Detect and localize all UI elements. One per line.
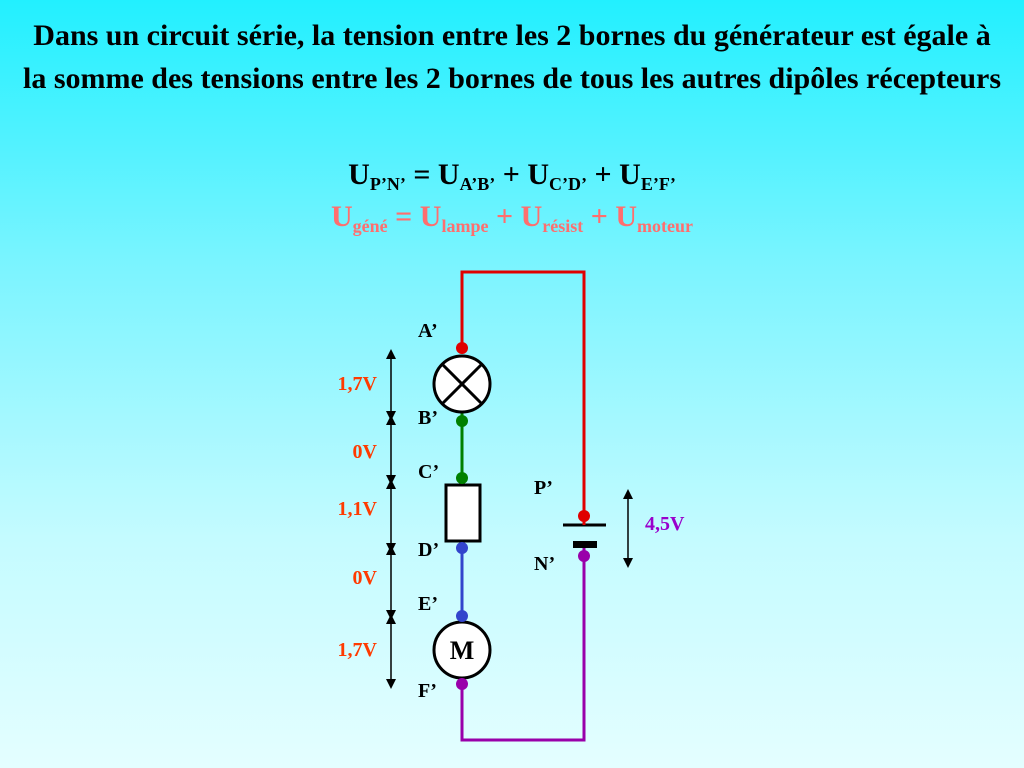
terminal-e-dot [456, 610, 468, 622]
wire-purple [460, 556, 586, 742]
voltage-wire-bc: 0V [353, 441, 378, 463]
node-label-c: C’ [418, 461, 439, 483]
terminal-p-dot [578, 510, 590, 522]
generator-symbol [563, 516, 606, 556]
node-label-p: P’ [534, 477, 553, 499]
terminal-b-dot [456, 415, 468, 427]
voltage-lamp: 1,7V [338, 373, 378, 395]
terminal-a-dot [456, 342, 468, 354]
wire-red [460, 270, 586, 516]
voltage-equation-nodes: UP’N’ = UA’B’ + UC’D’ + UE’F’ [348, 158, 676, 194]
voltage-motor: 1,7V [338, 639, 378, 661]
page-title: Dans un circuit série, la tension entre … [23, 19, 1001, 95]
node-label-a: A’ [418, 320, 438, 342]
terminal-d-dot [456, 542, 468, 554]
wires [460, 270, 586, 742]
node-label-d: D’ [418, 539, 439, 561]
node-label-e: E’ [418, 593, 438, 615]
voltage-arrows [386, 349, 633, 689]
terminal-f-dot [456, 678, 468, 690]
node-label-b: B’ [418, 407, 438, 429]
node-label-f: F’ [418, 680, 437, 702]
lamp-symbol [432, 354, 492, 414]
motor-symbol: M [432, 620, 492, 680]
resistor-symbol [444, 483, 482, 543]
voltage-resistor: 1,1V [338, 498, 378, 520]
motor-letter: M [450, 636, 475, 665]
node-label-n: N’ [534, 553, 555, 575]
voltage-equation-components: Ugéné = Ulampe + Urésist + Umoteur [331, 200, 693, 236]
terminal-c-dot [456, 472, 468, 484]
voltage-wire-de: 0V [353, 567, 378, 589]
voltage-generator: 4,5V [645, 513, 685, 535]
terminals [456, 342, 590, 690]
terminal-n-dot [578, 550, 590, 562]
